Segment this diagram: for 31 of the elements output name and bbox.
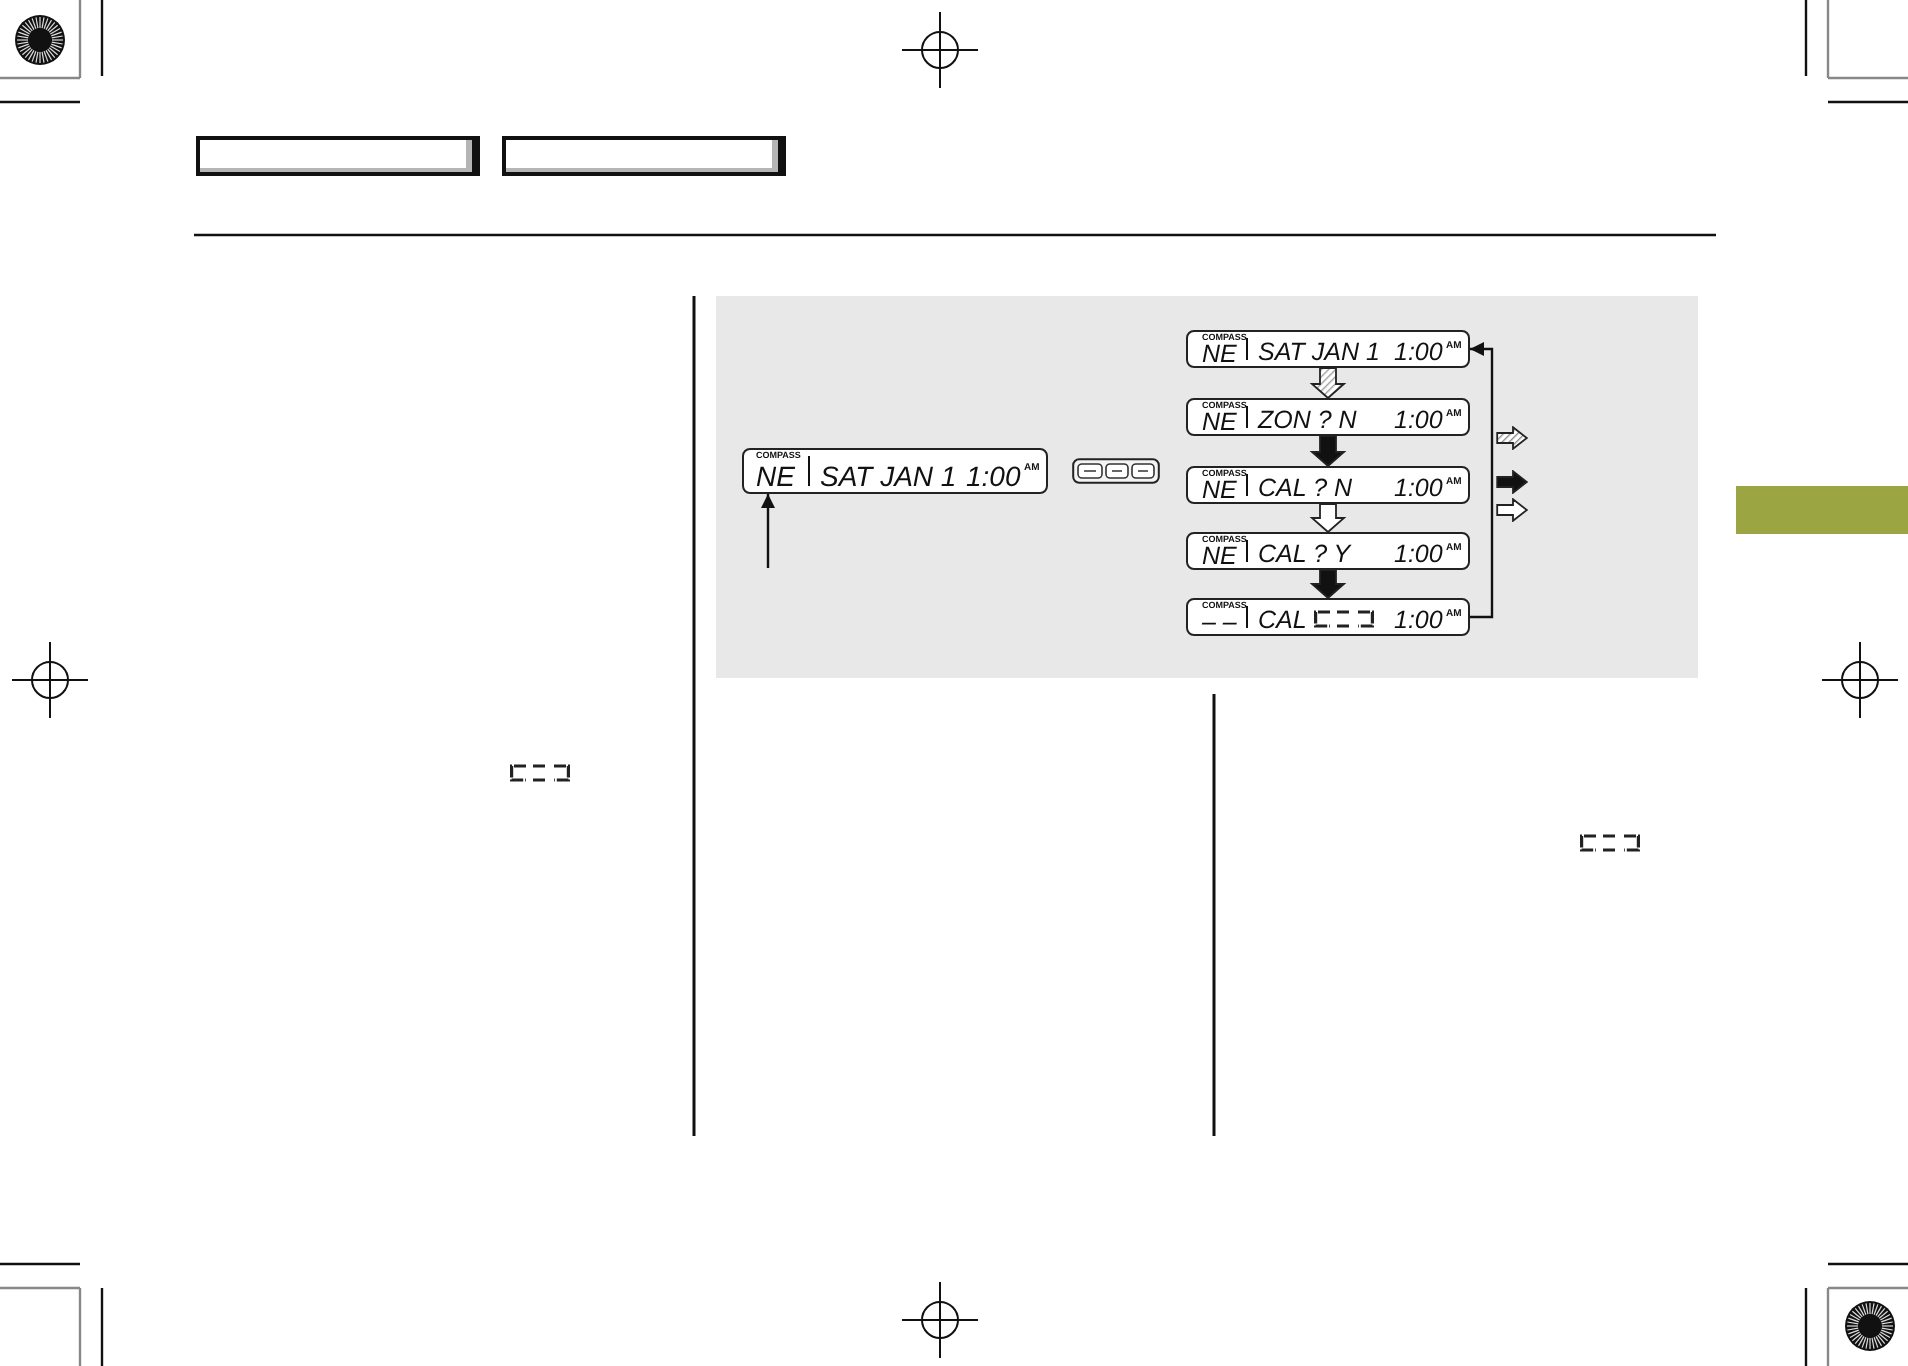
section-tab (1736, 486, 1908, 534)
arrow (761, 494, 775, 568)
clock-time: 1:00 (1394, 542, 1443, 568)
clock-time: 1:00 (1394, 340, 1443, 366)
return-arrow (1470, 342, 1494, 619)
display-text: SAT JAN 1 (1258, 340, 1380, 366)
lcd-display (1186, 330, 1470, 368)
heading-readout: – – (1202, 609, 1237, 635)
heading-readout: NE (1202, 477, 1237, 503)
down-arrow (1309, 435, 1347, 468)
display-text: CAL (1258, 608, 1307, 634)
down-arrow (1309, 569, 1347, 600)
heading-readout: NE (756, 462, 795, 490)
heading-readout: NE (1202, 409, 1237, 435)
clock-time: 1:00 (966, 461, 1021, 489)
display-text: CAL ? Y (1258, 542, 1351, 568)
lcd-display (1186, 466, 1470, 504)
clock-time: 1:00 (1394, 476, 1443, 502)
display-text: SAT JAN 1 (820, 461, 957, 489)
display-text: ZON ? N (1258, 408, 1357, 434)
lcd-display (1186, 398, 1470, 436)
display-text: CAL ? N (1258, 476, 1353, 502)
heading-readout: NE (1202, 341, 1237, 367)
down-arrow (1309, 503, 1347, 534)
clock-time: 1:00 (1394, 408, 1443, 434)
heading-readout: NE (1202, 543, 1237, 569)
lcd-display (742, 448, 1048, 494)
down-arrow (1309, 367, 1347, 400)
lcd-display (1186, 532, 1470, 570)
lcd-display (1186, 598, 1470, 636)
clock-time: 1:00 (1394, 608, 1443, 634)
